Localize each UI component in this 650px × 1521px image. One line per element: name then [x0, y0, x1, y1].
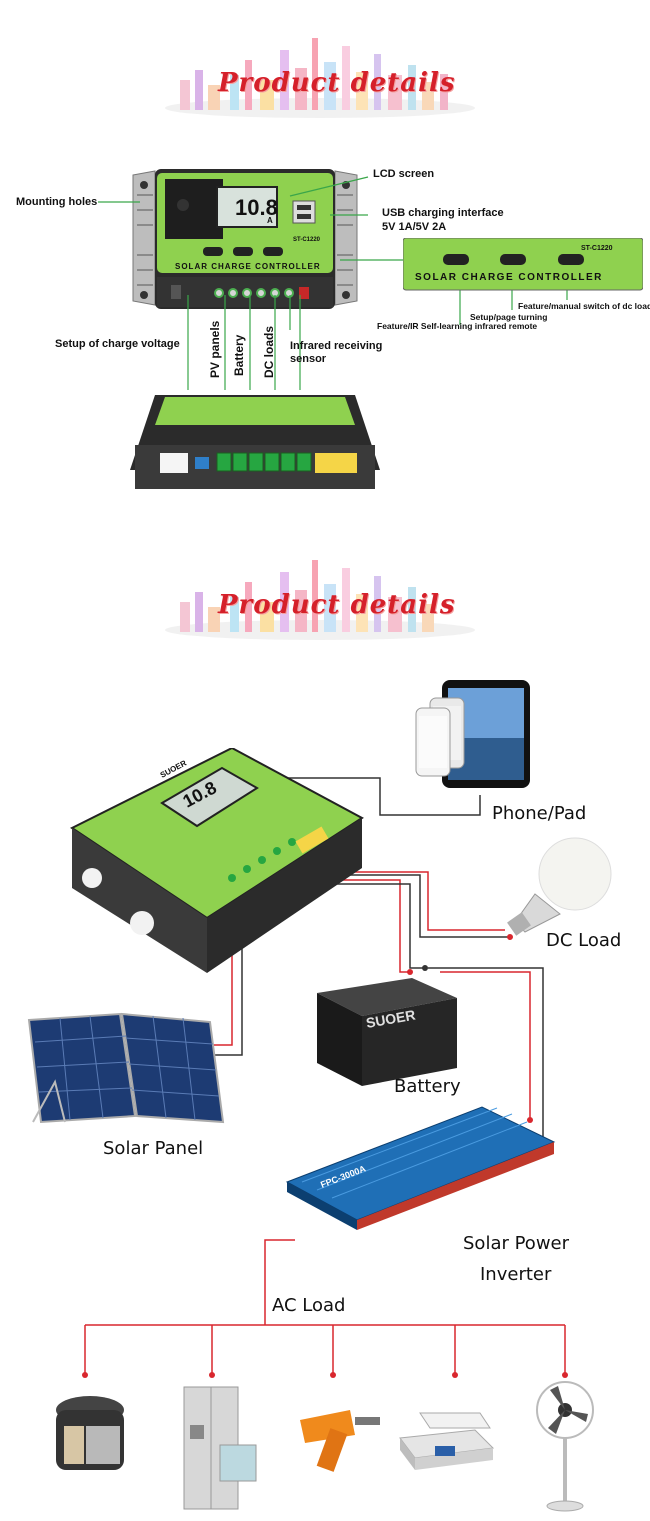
city-skyline-icon [165, 38, 475, 118]
callout-pv-panels: PV panels [208, 320, 222, 378]
callout-setup-page: Setup/page turning [470, 312, 548, 322]
zoom-panel-text: SOLAR CHARGE CONTROLLER [415, 272, 603, 283]
refrigerator-icon [183, 1386, 257, 1510]
charge-controller-front: 10.8 A ST-C1220 SOLAR CHARGE CONTROLLER [132, 169, 358, 309]
section-1-title: Product details [218, 68, 456, 98]
phone-tablet-icon [415, 680, 530, 788]
callout-usb-line2: 5V 1A/5V 2A [382, 221, 447, 233]
printer-icon [399, 1412, 495, 1470]
electric-fan-icon [536, 1381, 594, 1512]
label-dc-load: DC Load [546, 930, 622, 951]
callout-feature-manual: Feature/manual switch of dc loads [518, 301, 650, 311]
svg-text:ST-C1220: ST-C1220 [581, 245, 613, 252]
power-drill-icon [300, 1410, 380, 1472]
led-bulb-icon [507, 837, 612, 936]
label-solar-panel: Solar Panel [103, 1138, 204, 1159]
svg-text:A: A [267, 216, 273, 225]
label-inverter-line1: Solar Power [463, 1233, 570, 1254]
charge-controller-iso: 10.8 SUOER [70, 748, 364, 973]
label-inverter-line2: Inverter [480, 1264, 552, 1285]
callout-usb-line1: USB charging interface [382, 207, 504, 219]
callout-infrared-line2: sensor [290, 353, 327, 365]
button-panel-zoom: ST-C1220 SOLAR CHARGE CONTROLLER [403, 238, 643, 291]
section-2-title: Product details [218, 590, 456, 620]
callout-setup-voltage: Setup of charge voltage [55, 338, 180, 350]
solar-panel-icon [27, 1012, 225, 1124]
city-skyline-icon-2 [165, 560, 475, 640]
label-ac-load: AC Load [272, 1295, 346, 1316]
inverter-icon: FPC-3000A [285, 1106, 556, 1230]
lcd-reading: 10.8 [235, 195, 278, 220]
battery-icon: SUOER [317, 978, 457, 1086]
charge-controller-angled [130, 395, 380, 489]
rice-cooker-icon [56, 1396, 124, 1470]
callout-battery: Battery [232, 334, 246, 376]
label-battery: Battery [394, 1076, 461, 1097]
section-1-leader-lines [98, 176, 568, 390]
callout-mounting-holes: Mounting holes [16, 196, 98, 208]
callout-infrared-line1: Infrared receiving [290, 340, 383, 352]
callout-feature-ir: Feature/IR Self-learning infrared remote [377, 321, 538, 331]
callout-dc-loads: DC loads [262, 325, 276, 378]
label-phone-pad: Phone/Pad [492, 803, 587, 824]
svg-text:ST-C1220: ST-C1220 [293, 237, 321, 243]
svg-text:SOLAR CHARGE CONTROLLER: SOLAR CHARGE CONTROLLER [175, 262, 321, 271]
callout-lcd-screen: LCD screen [373, 168, 435, 180]
